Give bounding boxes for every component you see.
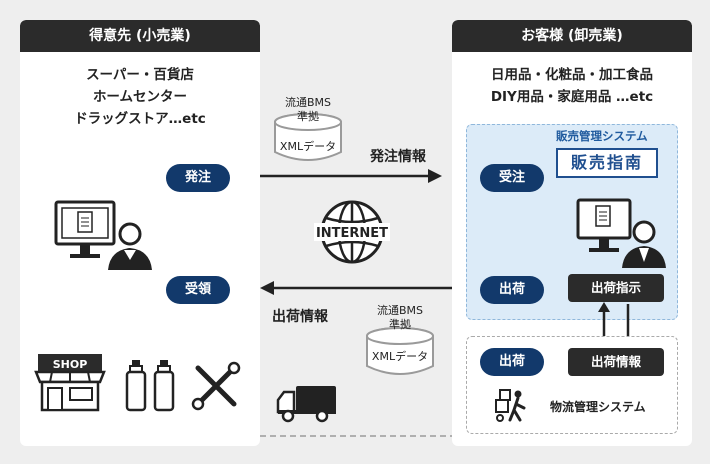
- truck-icon: [276, 386, 336, 423]
- ship-info-arrow: [260, 281, 452, 295]
- hanbai-shinan-logo: 販売指南: [556, 148, 658, 178]
- bottom-db-line1: 流通BMS: [376, 304, 424, 317]
- logistics-system-label: 物流管理システム: [550, 400, 646, 414]
- order-info-arrow: [260, 169, 442, 183]
- product-types-1: 日用品・化粧品・加工食品: [491, 67, 653, 83]
- top-db-line1: 流通BMS: [284, 96, 332, 109]
- retailer-panel-title: 得意先 (小売業): [20, 20, 260, 52]
- bottom-db-format: XMLデータ: [371, 350, 429, 363]
- wholesaler-panel: お客様 (卸売業) 日用品・化粧品・加工食品 DIY用品・家庭用品 …etc 販…: [452, 20, 692, 446]
- shop-icon: SHOP: [34, 354, 106, 412]
- logistics-ship-pill: 出荷: [480, 348, 544, 376]
- top-db-format: XMLデータ: [279, 140, 337, 153]
- order-pill: 発注: [166, 164, 230, 192]
- delivery-dashed-line: [260, 435, 452, 437]
- order-info-label: 発注情報: [370, 149, 426, 165]
- sales-system-title: 販売管理システム: [556, 129, 648, 143]
- internet-label: INTERNET: [316, 226, 388, 241]
- top-database-icon: [274, 113, 342, 161]
- bottom-db-line2: 準拠: [389, 318, 411, 331]
- ship-instruction-button: 出荷指示: [568, 274, 664, 302]
- ship-info-button: 出荷情報: [568, 348, 664, 376]
- wholesaler-computer-icon: [576, 198, 666, 268]
- wholesaler-panel-title: お客様 (卸売業): [452, 20, 692, 52]
- shop-sign-text: SHOP: [53, 358, 88, 371]
- bottles-icon: [125, 360, 175, 412]
- receive-pill: 受領: [166, 276, 230, 304]
- retailer-computer-icon: [54, 200, 152, 270]
- retailer-type-1: スーパー・百貨店: [86, 67, 194, 83]
- tools-icon: [191, 361, 241, 411]
- internet-globe-icon: INTERNET: [314, 200, 390, 264]
- retailer-panel: 得意先 (小売業) スーパー・百貨店 ホームセンター ドラッグストア…etc 発…: [20, 20, 260, 446]
- retailer-type-3: ドラッグストア…etc: [74, 111, 206, 127]
- bottom-database-icon: [366, 327, 434, 375]
- hand-truck-icon: [495, 389, 526, 422]
- ship-info-label: 出荷情報: [272, 309, 328, 325]
- top-db-line2: 準拠: [297, 110, 319, 123]
- product-types-2: DIY用品・家庭用品 …etc: [490, 89, 654, 105]
- ship-pill: 出荷: [480, 276, 544, 304]
- receive-order-pill: 受注: [480, 164, 544, 192]
- retailer-type-2: ホームセンター: [92, 89, 188, 105]
